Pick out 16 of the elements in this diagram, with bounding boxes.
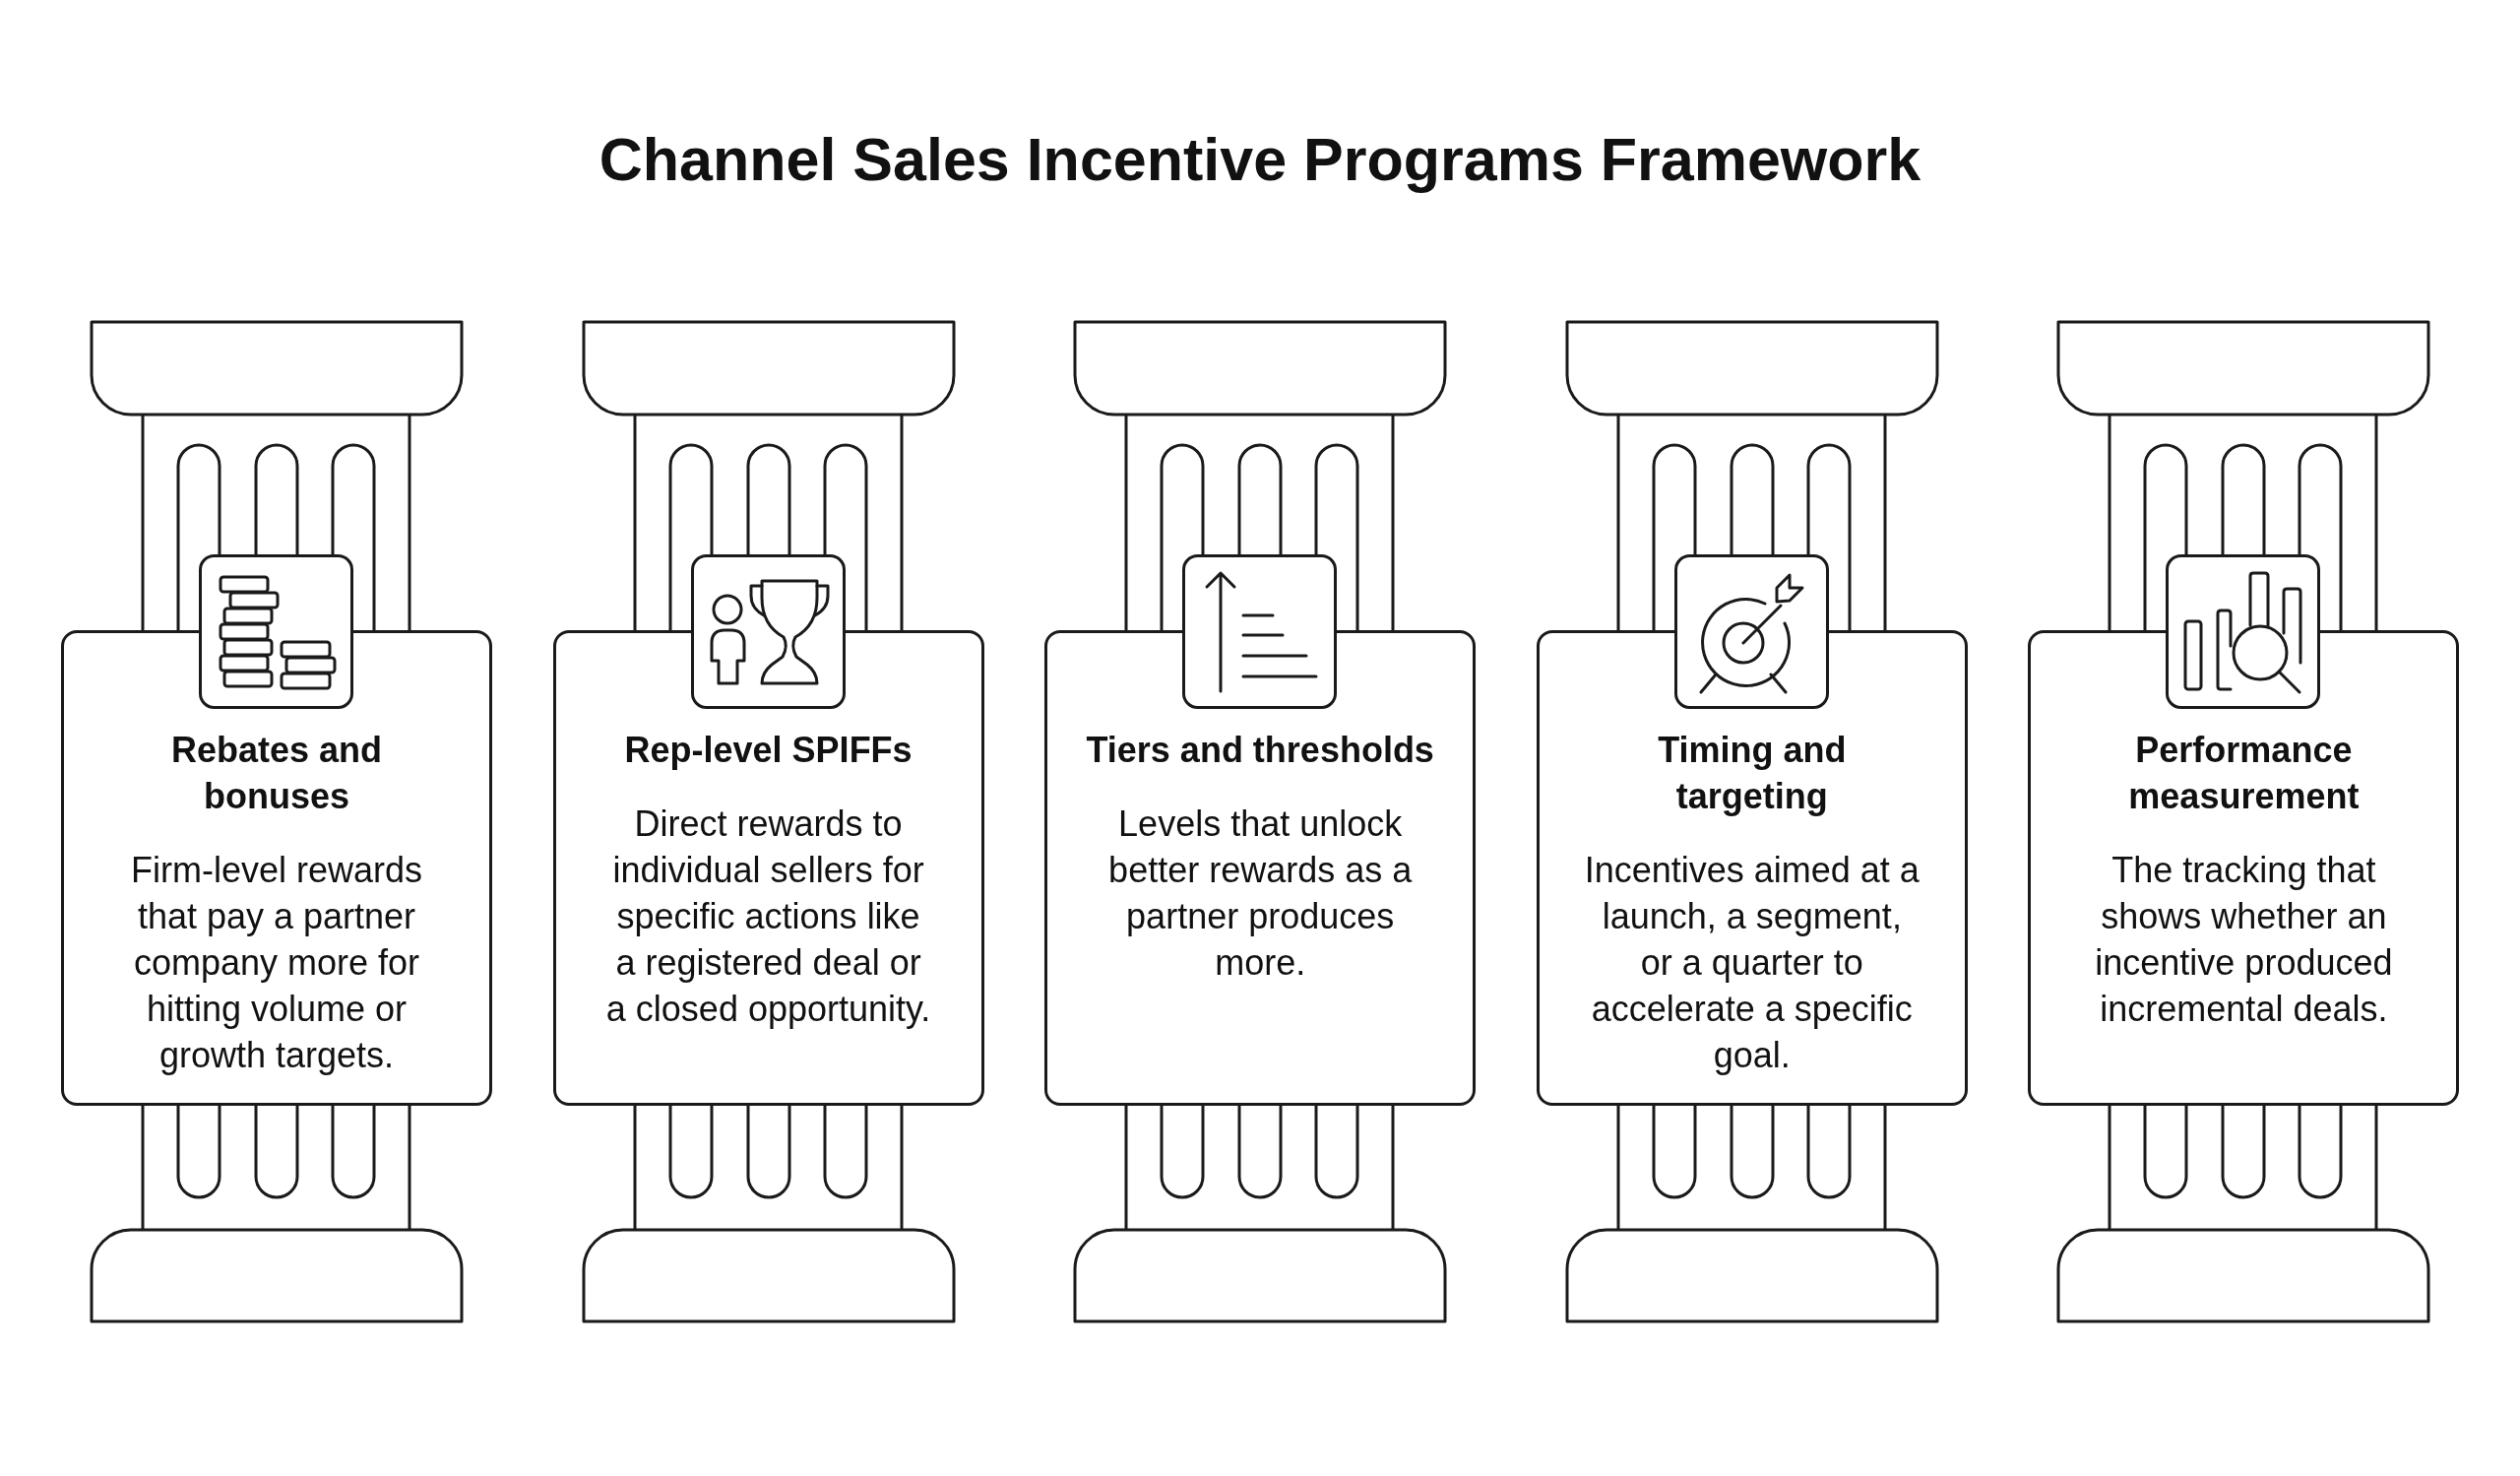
panel-heading: Rep-level SPIFFs [623, 729, 914, 772]
panel-description: Levels that unlock better rewards as a partner produces more. [1107, 802, 1414, 985]
panel-heading: Timing and targeting [1657, 729, 1848, 818]
panel-description: Incentives aimed at a launch, a segment, or a quarter to accelerate a specific goal. [1583, 849, 1921, 1077]
text-panel [61, 630, 492, 1106]
panel-heading: Rebates and bonuses [169, 729, 384, 818]
text-panel [1536, 630, 1968, 1106]
text-panel [2028, 630, 2460, 1106]
panel-description: The tracking that shows whether an incentive produced incremental deals. [2094, 849, 2394, 1031]
panel-description: Firm-level rewards that pay a partner company more for hitting volume or growth targets. [129, 849, 423, 1077]
diagram-title: Channel Sales Incentive Programs Framework [598, 125, 1922, 195]
text-panel [1044, 630, 1477, 1106]
panel-heading: Performance measurement [2127, 729, 2361, 818]
panel-description: Direct rewards to individual sellers for specific actions like a registered deal or a closed opportunity. [604, 802, 932, 1031]
panel-heading: Tiers and thresholds [1085, 729, 1435, 772]
text-panel [552, 630, 984, 1106]
